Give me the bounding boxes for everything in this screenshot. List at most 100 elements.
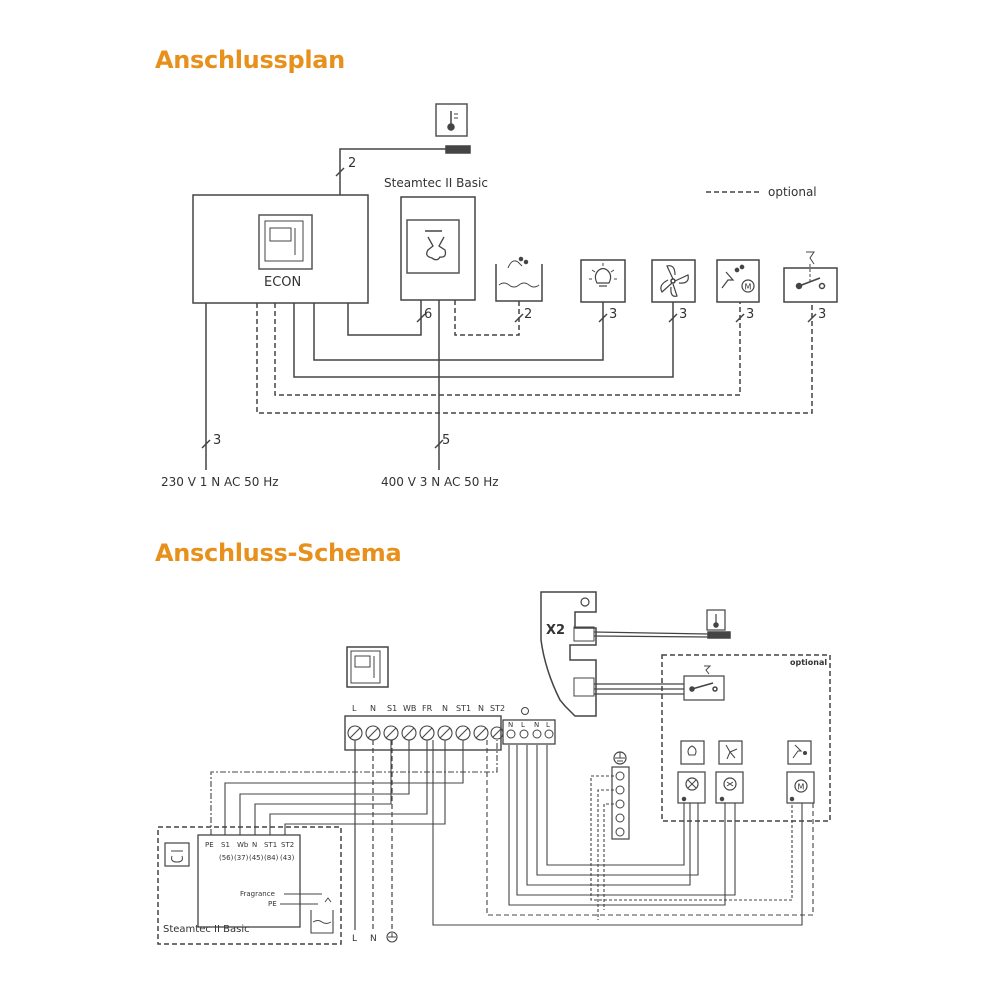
thermometer-icon [706, 609, 726, 631]
sensor-wire [593, 631, 709, 635]
steamtec-terminal-code: (37) [234, 854, 249, 862]
bottom-label-l: L [352, 934, 357, 944]
steamtec-terminal-label: ST1 [264, 841, 277, 849]
steamtec-terminal-code: (45) [249, 854, 264, 862]
terminal-block-main [344, 715, 504, 751]
wire-count-light: 3 [609, 307, 617, 322]
steamtec-terminal-label: N [252, 841, 257, 849]
econ-control-icon [346, 646, 389, 688]
terminal-labels: L N S1 WB FR N ST1 N ST2 [352, 704, 505, 713]
steamtec-terminal-labels: PE S1 Wb N ST1 ST2 (56) (37) (45) (84) (… [205, 841, 295, 908]
wire-tick [598, 313, 608, 323]
cable-econ-switch [256, 302, 813, 414]
device-wiring [432, 740, 814, 926]
wire-count-valve: 3 [746, 307, 754, 322]
temperature-sensor-probe [707, 631, 731, 639]
wire-tick [201, 439, 211, 449]
valve-motor-actuator: M [786, 771, 815, 804]
sensor-cable [339, 148, 446, 195]
bottom-labels: L N [352, 934, 377, 944]
cable-econ-fan [293, 302, 674, 378]
diagram-title-anschlussplan: Anschlussplan [155, 46, 345, 74]
steamtec-terminal-label: Wb [237, 841, 249, 849]
anschlussplan: 2 ECON Steamtec II Basic optional [161, 103, 838, 489]
switch-icon [783, 251, 838, 303]
wire-count-supply-400: 5 [442, 433, 450, 448]
steam-generator-icon [164, 842, 190, 867]
small-terminal-labels: N L N L [508, 721, 550, 729]
x2-label: X2 [546, 623, 565, 638]
wire-tick [668, 313, 678, 323]
optional-label: optional [790, 658, 827, 667]
legend-optional: optional [768, 185, 817, 199]
wire-tick [434, 439, 444, 449]
sensor-wire [593, 635, 709, 638]
valve-icon [787, 740, 812, 765]
light-actuator [677, 771, 706, 804]
steamtec-terminal-code: (43) [280, 854, 295, 862]
wire-count-steamtec: 6 [424, 307, 432, 322]
steamtec-unit [197, 834, 301, 928]
x2-mounting-hole [580, 597, 590, 607]
steamtec-area [157, 826, 342, 945]
switch-icon [683, 665, 725, 701]
wire-tick [514, 313, 524, 323]
light-icon [580, 259, 626, 303]
terminal-label-n: N [370, 704, 376, 713]
supply-230v-label: 230 V 1 N AC 50 Hz [161, 475, 279, 489]
steamtec-wiring [210, 740, 498, 835]
terminal-label-n: N [478, 704, 484, 713]
terminal-label-s1: S1 [387, 704, 397, 713]
steamtec-terminal-label: S1 [221, 841, 230, 849]
optional-area [661, 654, 831, 822]
wire-tick [735, 313, 745, 323]
fan-icon [651, 259, 696, 303]
bottom-label-n: N [370, 934, 377, 944]
thermometer-icon [435, 103, 468, 137]
terminal-label-st2: ST2 [490, 704, 505, 713]
wire-tick [335, 167, 345, 177]
cable-steamtec-fragrance [454, 300, 520, 336]
cable-econ-light [313, 302, 604, 361]
svg-text:M: M [798, 783, 805, 792]
wire-count-switch: 3 [818, 307, 826, 322]
terminal-label-n: N [442, 704, 448, 713]
wire-count-fragrance: 2 [524, 307, 532, 322]
supply-400v-label: 400 V 3 N AC 50 Hz [381, 475, 499, 489]
fragrance-tank-icon [495, 256, 543, 302]
wire-tick [807, 313, 817, 323]
wire-count-sensor: 2 [348, 156, 356, 171]
fragrance-label: Fragrance [240, 890, 275, 898]
anschluss-schema: X2 optional [157, 591, 831, 945]
x2-board [540, 591, 597, 717]
econ-label: ECON [264, 275, 301, 290]
valve-motor-icon: M [716, 259, 760, 303]
small-terminal-label: L [521, 721, 525, 729]
diagram-title-anschluss-schema: Anschluss-Schema [155, 539, 402, 567]
steamtec-terminal-code: (56) [219, 854, 234, 862]
pe-label: PE [268, 900, 277, 908]
x2-connector-sensor [573, 626, 595, 642]
fan-icon [718, 740, 743, 765]
terminal-block-small [502, 707, 556, 745]
svg-text:M: M [745, 283, 752, 292]
temperature-sensor-probe [445, 145, 471, 154]
cable-econ-valve [274, 302, 741, 396]
small-terminal-label: L [546, 721, 550, 729]
terminal-label-st1: ST1 [456, 704, 471, 713]
fan-actuator [715, 771, 744, 804]
steamtec-box-label: Steamtec II Basic [163, 924, 250, 935]
ground-terminal-strip [611, 751, 630, 840]
small-terminal-label: N [508, 721, 513, 729]
terminal-label-l: L [352, 704, 357, 713]
x2-connector-switch [573, 677, 595, 697]
steamtec-label: Steamtec II Basic [384, 176, 488, 190]
wire-tick [416, 313, 426, 323]
small-terminal-label: N [534, 721, 539, 729]
steamtec-terminal-label: PE [205, 841, 214, 849]
steamtec-unit [400, 196, 476, 301]
terminal-label-fr: FR [422, 704, 433, 713]
terminal-label-wb: WB [403, 704, 416, 713]
wire-count-fan: 3 [679, 307, 687, 322]
